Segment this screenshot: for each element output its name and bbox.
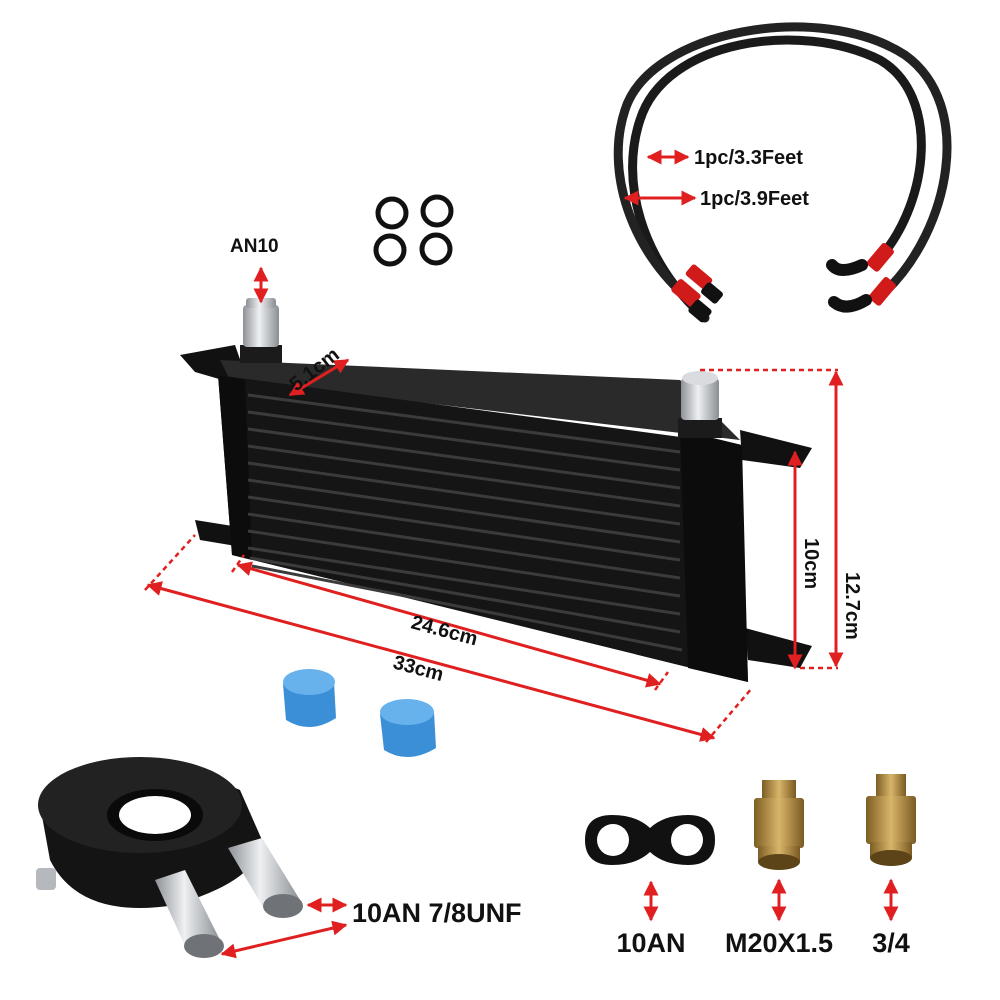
sandwich-adapter [36, 757, 303, 958]
adapter-port-left [155, 870, 224, 958]
brass-fitting-metric [754, 780, 804, 870]
hose-short-dimension: 1pc/3.3Feet [646, 147, 803, 169]
hose-short-label: 1pc/3.3Feet [694, 147, 803, 169]
fitting-size-label: AN10 [230, 236, 279, 257]
total-height-label: 12.7cm [841, 572, 863, 640]
core-width-label: 24.6cm [409, 612, 480, 651]
braided-hoses [613, 22, 952, 323]
an-fitting-right [678, 371, 722, 438]
an-fitting-left [240, 298, 282, 363]
hose-long-dimension: 1pc/3.9Feet [623, 188, 809, 210]
total-width-label: 33cm [391, 652, 446, 686]
imperial-fitting-dimension: 3/4 [872, 878, 910, 958]
clamp-size-label: 10AN [616, 928, 685, 958]
fitting-size-dimension: AN10 [230, 236, 279, 304]
blue-cap [283, 669, 336, 728]
oil-cooler [180, 298, 812, 682]
o-ring [420, 194, 454, 228]
blue-cap [380, 699, 436, 758]
hose-end-fitting [671, 243, 896, 323]
o-ring [373, 233, 407, 267]
o-ring [419, 232, 453, 266]
o-ring [375, 196, 409, 230]
adapter-thread-dimension: 10AN 7/8UNF [220, 897, 522, 959]
core-height-label: 10cm [800, 538, 822, 589]
clamp-size-dimension: 10AN [616, 880, 686, 958]
hose-short [628, 35, 926, 323]
o-rings [373, 194, 454, 267]
metric-fitting-dimension: M20X1.5 [725, 878, 833, 958]
adapter-port-right [228, 838, 303, 918]
brass-fitting-imperial [866, 774, 916, 866]
adapter-thread-label: 10AN 7/8UNF [352, 898, 522, 928]
core-height-dimension: 10cm [787, 450, 822, 670]
blue-caps [283, 669, 436, 758]
total-height-dimension: 12.7cm [700, 368, 863, 670]
hose-long-label: 1pc/3.9Feet [700, 188, 809, 210]
hose-separator-clamp [585, 815, 715, 865]
imperial-fitting-label: 3/4 [872, 928, 910, 958]
metric-fitting-label: M20X1.5 [725, 928, 833, 958]
